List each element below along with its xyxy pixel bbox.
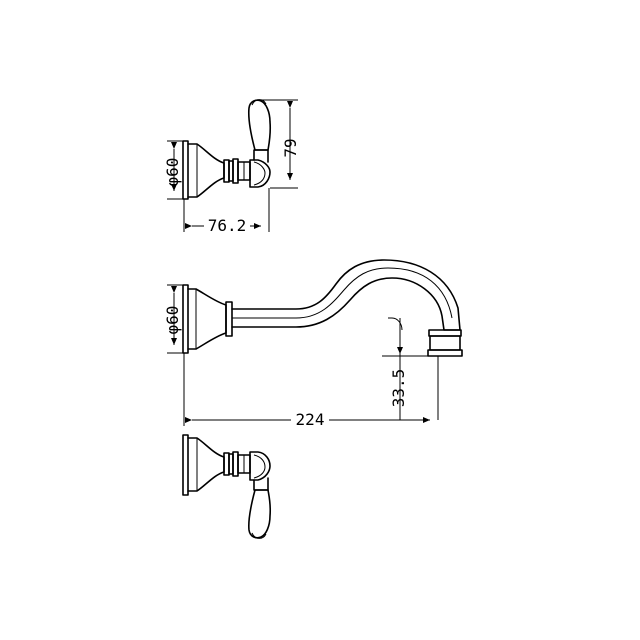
handle-height-label: 79 <box>281 138 300 157</box>
bottom-handle-hub <box>249 451 271 481</box>
aerator-ring-bottom <box>427 349 463 357</box>
spout-dimensions: φ60 33.5 224 <box>163 284 439 429</box>
top-handle-assembly <box>182 99 272 200</box>
bottom-flange <box>187 437 225 492</box>
spout-pipe <box>231 259 461 331</box>
bottom-handle-assembly <box>182 434 272 539</box>
bottom-porcelain-lever <box>248 489 272 539</box>
spout-flange-diameter-label: φ60 <box>163 306 182 335</box>
spout-drop-label: 33.5 <box>389 369 408 408</box>
spout-flange <box>187 288 227 350</box>
top-dimensions: 79 φ60 76.2 <box>163 99 300 235</box>
top-flange-diameter-label: φ60 <box>163 158 182 187</box>
spout-assembly <box>182 259 463 357</box>
spout-wall-plate <box>182 284 189 354</box>
handle-projection-label: 76.2 <box>208 216 247 235</box>
spout-length-label: 224 <box>296 410 325 429</box>
bottom-wall-plate <box>182 434 189 496</box>
top-handle-hub <box>249 159 271 188</box>
aerator-ring-top <box>428 329 462 337</box>
top-flange <box>187 143 225 198</box>
top-wall-plate <box>182 140 189 200</box>
top-porcelain-lever <box>248 99 272 151</box>
